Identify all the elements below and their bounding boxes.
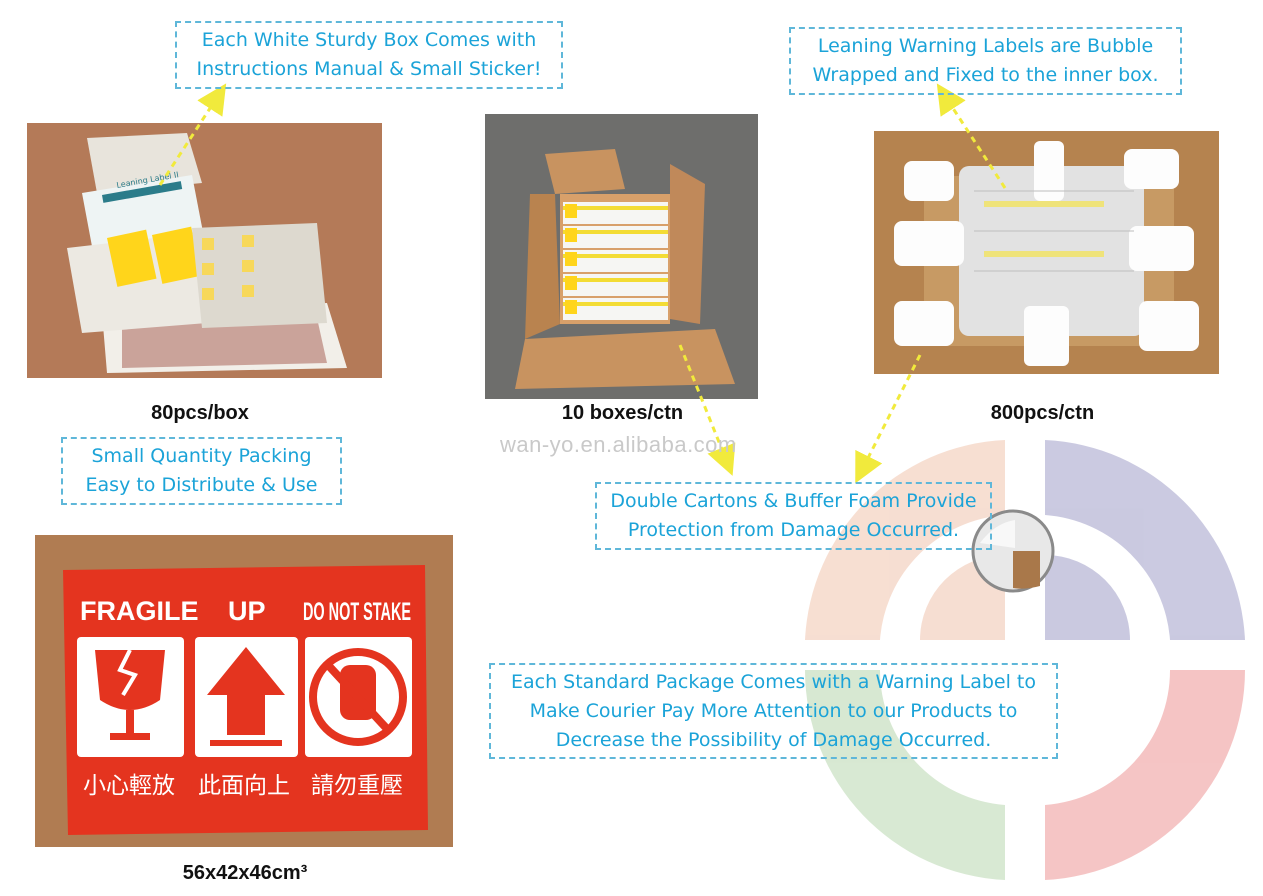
white-box-stack <box>563 202 668 320</box>
callout-small-quantity-line2: Easy to Distribute & Use <box>85 474 318 496</box>
label-fragile: FRAGILE <box>80 596 199 626</box>
label-cn-fragile: 小心輕放 <box>83 773 175 799</box>
caption-pcs-per-box: 80pcs/box <box>151 402 249 424</box>
callout-bubble-wrap-line2: Wrapped and Fixed to the inner box. <box>812 64 1159 86</box>
logo-inner-purple <box>1045 555 1130 640</box>
watermark: wan-yo.en.alibaba.com <box>500 432 737 457</box>
callout-standard-package-line1: Each Standard Package Comes with a Warni… <box>510 670 1037 693</box>
carton-illustration <box>515 149 735 389</box>
foam-illustration <box>874 131 1219 374</box>
callout-box-manual: Each White Sturdy Box Comes with Instruc… <box>175 21 563 89</box>
photo-foam-packing <box>874 131 1219 374</box>
warning-label: FRAGILE UP DO NOT STAKE 小心輕放 此面向上 請勿重壓 <box>63 565 428 835</box>
caption-pcs-per-ctn: 800pcs/ctn <box>990 402 1095 424</box>
callout-box-manual-line2: Instructions Manual & Small Sticker! <box>196 58 542 80</box>
caption-boxes-per-ctn: 10 boxes/ctn <box>561 402 684 424</box>
label-up: UP <box>228 596 266 626</box>
callout-small-quantity-line1: Small Quantity Packing <box>91 445 312 467</box>
photo-warning-label: FRAGILE UP DO NOT STAKE 小心輕放 此面向上 請勿重壓 <box>35 535 453 847</box>
no-stack-hand-icon <box>309 648 407 746</box>
up-arrow-icon <box>207 647 285 746</box>
label-cn-up: 此面向上 <box>198 773 290 799</box>
logo-arc-orange <box>805 440 1005 640</box>
logo-arc-red <box>1045 670 1246 880</box>
callout-box-manual-line1: Each White Sturdy Box Comes with <box>201 29 537 51</box>
callout-double-carton-line1: Double Cartons & Buffer Foam Provide <box>610 490 977 512</box>
caption-dimensions: 56x42x46cm³ <box>182 862 308 884</box>
callout-bubble-wrap-line1: Leaning Warning Labels are Bubble <box>817 35 1154 57</box>
callout-standard-package-line2: Make Courier Pay More Attention to our P… <box>529 699 1018 722</box>
photo-open-box: Leaning Label II <box>27 123 382 378</box>
label-cn-no-stack: 請勿重壓 <box>311 773 403 799</box>
broken-glass-icon <box>95 649 165 740</box>
callout-standard-package: Each Standard Package Comes with a Warni… <box>489 663 1058 759</box>
photo-carton-boxes <box>485 114 758 399</box>
callout-small-quantity: Small Quantity Packing Easy to Distribut… <box>61 437 342 505</box>
callout-bubble-wrap: Leaning Warning Labels are Bubble Wrappe… <box>789 27 1182 95</box>
open-box-illustration: Leaning Label II <box>67 133 347 373</box>
callout-double-carton-line2: Protection from Damage Occurred. <box>627 519 960 541</box>
callout-double-carton: Double Cartons & Buffer Foam Provide Pro… <box>595 482 992 550</box>
callout-standard-package-line3: Decrease the Possibility of Damage Occur… <box>555 728 992 751</box>
label-do-not-stake: DO NOT STAKE <box>303 598 411 626</box>
logo-arc-green <box>804 670 1005 880</box>
logo-arc-purple <box>1045 440 1245 640</box>
magnifier-detail <box>971 509 1055 593</box>
